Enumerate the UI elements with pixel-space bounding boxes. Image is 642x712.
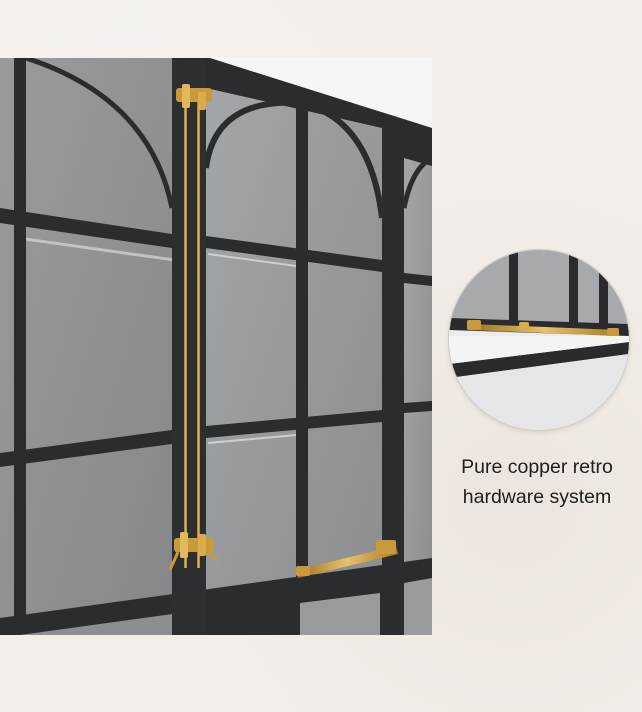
caption: Pure copper retro hardware system [432,452,642,512]
brass-rod-left [184,88,187,568]
brass-casement-stay [296,546,398,578]
hardware-detail-inset [449,250,629,430]
window-illustration [0,58,432,635]
detail-illustration [449,250,629,430]
caption-line-2: hardware system [462,486,612,508]
brass-rod-right [197,98,200,568]
brass-stay-detail [469,324,619,336]
sash-glass [206,88,382,623]
left-glass [0,58,172,635]
window-photo [0,58,432,635]
caption-line-1: Pure copper retro [461,456,613,478]
